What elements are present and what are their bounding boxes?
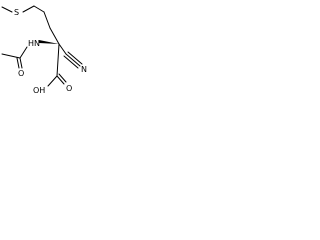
bond-nitrile-triple-2 — [67, 51, 83, 65]
bond-acetyl-c-o-double-2 — [16, 57, 20, 69]
atom-hydroxyl: OH — [33, 86, 45, 95]
bond-s-ch2 — [22, 5, 35, 13]
wedge-bond-nh — [39, 40, 59, 44]
bond-methyl-s — [1, 6, 13, 13]
bond-ch2-ch2b — [43, 11, 51, 29]
bond-nitrile-triple-3 — [63, 55, 79, 69]
molecule-structure: S HN O N O OH — [1, 5, 87, 95]
structure-canvas: S HN O N O OH — [0, 0, 106, 120]
bond-carboxyl-c-o-double-1 — [56, 75, 65, 85]
atom-nitrile-nitrogen: N — [81, 65, 87, 74]
bond-carbonyl-methyl — [1, 53, 21, 59]
bond-ch2-stereocenter — [49, 27, 60, 45]
bond-stereocenter-cooh — [56, 43, 60, 77]
bond-nh-carbonyl — [19, 46, 28, 59]
bond-stereocenter-cn — [58, 43, 67, 55]
bond-carboxyl-c-o-double-2 — [58, 73, 67, 83]
bond-acetyl-c-o-double-1 — [19, 57, 23, 69]
bond-nitrile-triple-1 — [65, 53, 81, 67]
atom-amide-nitrogen: HN — [28, 39, 40, 48]
bond-ch2-ch2 — [33, 5, 45, 13]
atom-sulfur: S — [14, 8, 19, 17]
atom-carbonyl-oxygen: O — [66, 84, 72, 93]
atom-acetyl-oxygen: O — [18, 69, 24, 78]
bond-carboxyl-c-oh — [47, 75, 58, 87]
